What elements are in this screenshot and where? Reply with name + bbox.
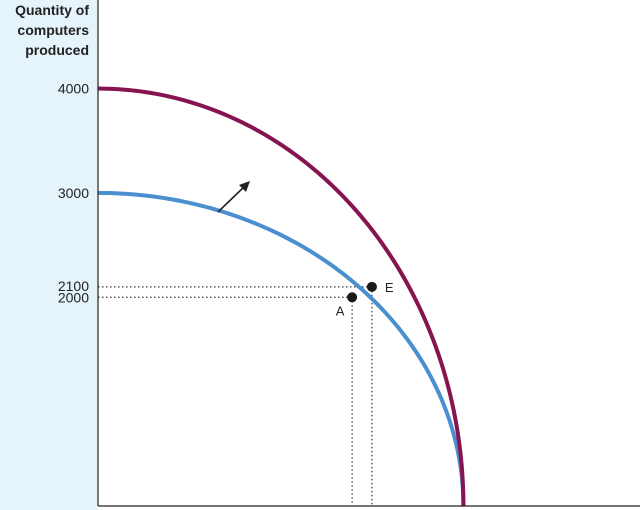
point-label-a: A [336, 303, 345, 318]
y-axis-title-line-2: computers [17, 22, 89, 38]
point-label-e: E [385, 280, 394, 295]
shift-arrow-head [239, 181, 250, 192]
y-tick-label: 3000 [58, 185, 89, 201]
curves [97, 86, 466, 507]
y-axis-title-line-1: Quantity of [15, 2, 89, 18]
new-ppf-curve [97, 86, 466, 507]
point-e [366, 281, 377, 292]
axes [97, 0, 640, 507]
points: AE [336, 280, 394, 318]
y-tick-label: 2100 [58, 278, 89, 294]
shift-arrow-shaft [217, 184, 247, 213]
annotations [217, 181, 250, 213]
y-tick-label: 2000 [58, 289, 89, 305]
plot-area [98, 0, 640, 510]
original-ppf-curve [97, 190, 466, 507]
guide-lines [98, 286, 373, 506]
y-tick-label: 4000 [58, 81, 89, 97]
point-a [347, 292, 358, 303]
y-axis-title-line-3: produced [25, 42, 89, 58]
y-axis-title: Quantity of computers produced [15, 2, 89, 58]
